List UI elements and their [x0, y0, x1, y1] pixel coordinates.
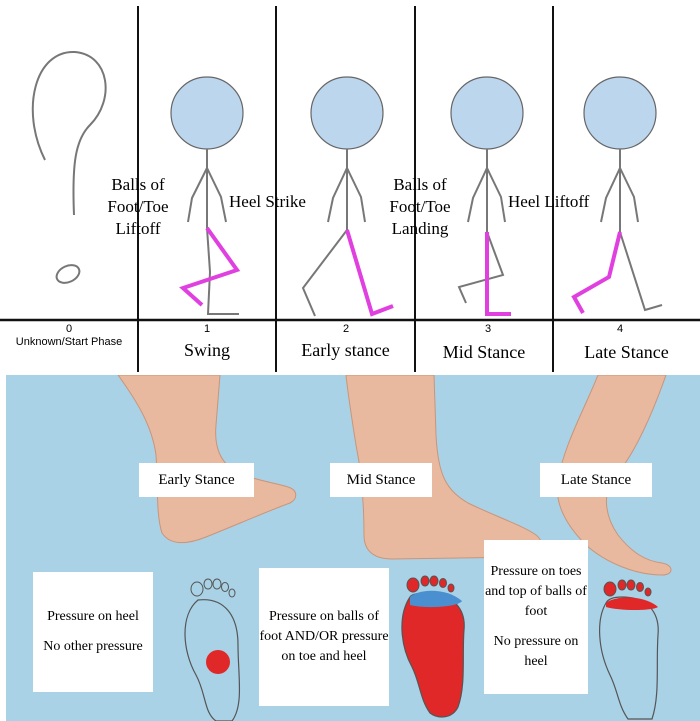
phase-name-1: Swing	[138, 340, 276, 361]
foot-photo-early-stance	[118, 375, 296, 543]
description-mid: Pressure on balls of foot AND/OR pressur…	[259, 568, 389, 706]
top-balls-spot	[606, 597, 658, 610]
event-label-heel-liftoff: Heel Liftoff	[508, 191, 589, 213]
phase-number-4: 4	[590, 323, 650, 335]
footprint-toe-pressure	[600, 580, 659, 719]
figure-head	[451, 77, 523, 149]
phase-number-3: 3	[458, 323, 518, 335]
stick-figure-early-stance	[303, 77, 393, 316]
event-label-heel-strike: Heel Strike	[229, 191, 306, 213]
phase-name-2: Early stance	[276, 340, 415, 361]
footprint-mid-pressure	[402, 576, 464, 717]
phase-name-4: Late Stance	[553, 342, 700, 363]
phase-name-0: Unknown/Start Phase	[14, 336, 124, 348]
highlighted-leg	[347, 230, 393, 314]
footprint-heel-pressure	[185, 579, 240, 721]
phase-number-0: 0	[39, 323, 99, 335]
figure-head	[584, 77, 656, 149]
event-label-balls-liftoff: Balls of Foot/Toe Liftoff	[102, 174, 174, 240]
question-mark-dot-icon	[54, 262, 83, 287]
stance-label-late: Late Stance	[540, 463, 652, 497]
phase-name-3: Mid Stance	[415, 342, 553, 363]
event-label-balls-landing: Balls of Foot/Toe Landing	[384, 174, 456, 240]
figure-head	[311, 77, 383, 149]
question-mark-icon	[33, 52, 106, 215]
description-early: Pressure on heel No other pressure	[33, 572, 153, 692]
foot-pressure-panel: Early Stance Mid Stance Late Stance Pres…	[6, 375, 700, 721]
figure-head	[171, 77, 243, 149]
phase-number-1: 1	[177, 323, 237, 335]
gait-phase-diagram: Balls of Foot/Toe Liftoff Heel Strike Ba…	[0, 0, 700, 372]
heel-pressure-spot	[206, 650, 230, 674]
balls-of-foot-spot	[410, 591, 462, 607]
description-late: Pressure on toes and top of balls of foo…	[484, 540, 588, 694]
stance-label-mid: Mid Stance	[330, 463, 432, 497]
highlighted-leg	[574, 232, 620, 313]
stance-label-early: Early Stance	[139, 463, 254, 497]
phase-number-2: 2	[316, 323, 376, 335]
